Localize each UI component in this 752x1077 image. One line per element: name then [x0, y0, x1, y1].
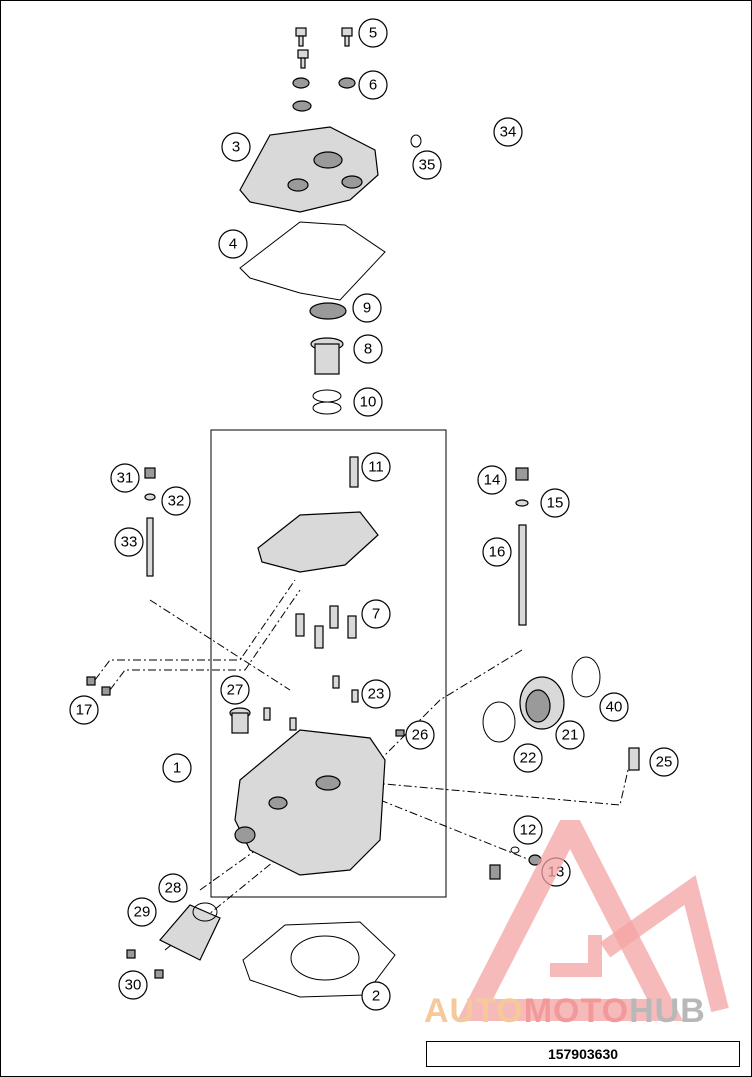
- svg-text:4: 4: [229, 236, 237, 253]
- svg-text:29: 29: [134, 904, 151, 921]
- intake-flange-part: [519, 676, 565, 730]
- callout-10: 10: [353, 387, 383, 417]
- part-number: 157903630: [547, 1046, 619, 1062]
- svg-text:6: 6: [369, 77, 377, 94]
- camshaft-holder-part: [257, 511, 379, 573]
- assembly-group-box: [210, 429, 447, 898]
- head-gasket-part: [242, 921, 396, 998]
- svg-text:15: 15: [547, 495, 564, 512]
- screw-26-part: [395, 729, 405, 737]
- watermark-moto: MOTO: [523, 992, 630, 1030]
- callout-32: 32: [161, 486, 191, 516]
- clamp-small-part: [410, 134, 422, 148]
- callout-33: 33: [114, 527, 144, 557]
- valve-guide-part: [295, 605, 357, 649]
- svg-text:33: 33: [121, 534, 138, 551]
- svg-text:40: 40: [606, 699, 623, 716]
- callout-29: 29: [127, 897, 157, 927]
- svg-text:31: 31: [117, 470, 134, 487]
- svg-text:35: 35: [419, 157, 436, 174]
- svg-text:10: 10: [360, 394, 377, 411]
- svg-text:16: 16: [489, 544, 506, 561]
- svg-text:9: 9: [363, 300, 371, 317]
- callout-4: 4: [218, 229, 248, 259]
- callout-34: 34: [493, 117, 523, 147]
- hose-part: [461, 111, 553, 445]
- watermark-auto: AUTO: [424, 992, 524, 1030]
- callout-1: 1: [162, 753, 192, 783]
- valve-cover-part: [239, 126, 379, 213]
- o-ring-part: [312, 389, 342, 415]
- svg-text:11: 11: [368, 459, 384, 476]
- callout-11: 11: [361, 452, 391, 482]
- part-number-box: 157903630: [426, 1041, 740, 1067]
- callout-9: 9: [352, 293, 382, 323]
- pipe-bolt-part: [126, 949, 164, 979]
- svg-text:34: 34: [500, 124, 517, 141]
- svg-text:7: 7: [372, 606, 380, 623]
- callout-21: 21: [555, 720, 585, 750]
- plug-screw-part: [489, 846, 542, 880]
- callout-31: 31: [110, 463, 140, 493]
- svg-text:28: 28: [165, 880, 182, 897]
- callout-12: 12: [513, 815, 543, 845]
- callout-26: 26: [405, 720, 435, 750]
- callout-14: 14: [477, 465, 507, 495]
- callout-27: 27: [220, 675, 250, 705]
- bolt-part: [349, 456, 359, 488]
- seal-ring-part: [309, 302, 347, 320]
- callout-7: 7: [361, 599, 391, 629]
- svg-text:26: 26: [412, 727, 429, 744]
- callout-16: 16: [482, 537, 512, 567]
- callout-35: 35: [412, 150, 442, 180]
- svg-text:8: 8: [364, 341, 372, 358]
- svg-text:12: 12: [520, 822, 537, 839]
- callout-28: 28: [158, 873, 188, 903]
- callout-23: 23: [361, 679, 391, 709]
- temp-sensor-part: [628, 747, 640, 771]
- callout-5: 5: [358, 18, 388, 48]
- small-bolt-part: [86, 676, 111, 696]
- intake-pipe-part: [159, 902, 221, 961]
- stud-bolt-part-right: [515, 467, 529, 626]
- callout-3: 3: [221, 132, 251, 162]
- callout-30: 30: [118, 970, 148, 1000]
- callout-40: 40: [599, 692, 629, 722]
- callout-6: 6: [358, 70, 388, 100]
- svg-text:1: 1: [173, 760, 181, 777]
- callout-8: 8: [353, 334, 383, 364]
- screw-part: [295, 27, 353, 69]
- hose-clamp-part: [482, 701, 516, 743]
- watermark-text: AUTOMOTOHUB: [424, 992, 706, 1031]
- svg-text:21: 21: [562, 727, 579, 744]
- svg-text:2: 2: [372, 988, 380, 1005]
- svg-text:14: 14: [484, 472, 501, 489]
- svg-text:32: 32: [168, 493, 185, 510]
- svg-text:25: 25: [656, 754, 673, 771]
- hose-clamp-40-part: [571, 656, 601, 698]
- svg-text:30: 30: [125, 977, 142, 994]
- stud-bolt-part: [144, 467, 156, 577]
- callout-15: 15: [540, 488, 570, 518]
- callout-25: 25: [649, 747, 679, 777]
- seal-washer-part: [292, 77, 356, 112]
- cylinder-head-part: [234, 729, 386, 876]
- svg-text:27: 27: [227, 682, 244, 699]
- svg-text:17: 17: [76, 702, 93, 719]
- dowel-pin-part: [263, 675, 359, 731]
- watermark-hub: HUB: [629, 992, 706, 1030]
- callout-2: 2: [361, 981, 391, 1011]
- sleeve-part: [310, 337, 344, 375]
- callout-17: 17: [69, 695, 99, 725]
- svg-text:3: 3: [232, 139, 240, 156]
- bushing-part: [229, 707, 251, 734]
- gasket-part: [239, 221, 386, 301]
- callout-22: 22: [513, 743, 543, 773]
- svg-text:23: 23: [368, 686, 385, 703]
- watermark-logo: [456, 820, 729, 1021]
- svg-text:5: 5: [369, 25, 377, 42]
- svg-text:22: 22: [520, 750, 537, 767]
